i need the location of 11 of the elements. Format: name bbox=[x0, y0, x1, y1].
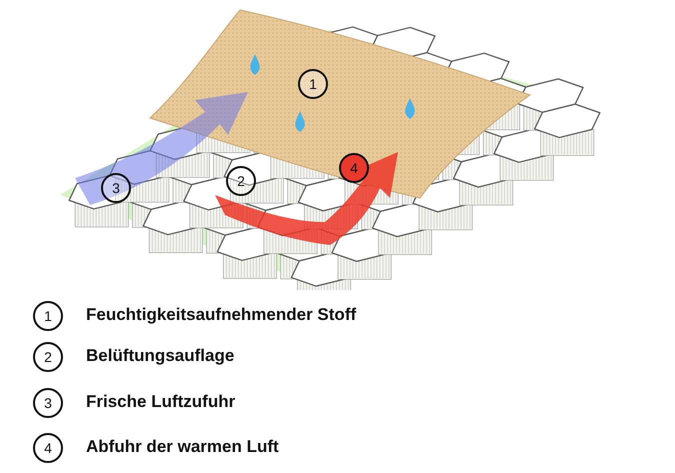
callout-number: 2 bbox=[226, 166, 256, 196]
callout-number: 3 bbox=[33, 388, 63, 418]
legend-text: Abfuhr der warmen Luft bbox=[86, 437, 279, 457]
legend-text: Frische Luftzufuhr bbox=[86, 392, 236, 412]
callout-number: 1 bbox=[33, 301, 63, 331]
callout-number: 3 bbox=[101, 173, 131, 203]
callout-number: 2 bbox=[33, 342, 63, 372]
legend-text: Feuchtigkeitsaufnehmender Stoff bbox=[86, 305, 356, 325]
legend-text: Belüftungsauflage bbox=[86, 346, 234, 366]
callout-number: 1 bbox=[298, 69, 328, 99]
callout-number: 4 bbox=[33, 433, 63, 463]
